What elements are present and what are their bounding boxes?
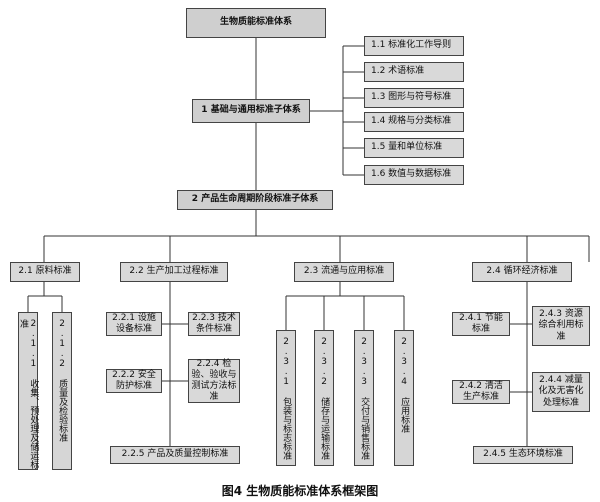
root-node: 生物质能标准体系 <box>186 8 326 38</box>
subsystem-1-node: 1 基础与通用标准子体系 <box>192 99 310 123</box>
s1-item-5: 1.5 量和单位标准 <box>364 138 464 158</box>
b2-item-1: 2.2.1 设施设备标准 <box>106 312 162 336</box>
b3-item-2: 2.3.2 储存与运输标准 <box>314 330 334 466</box>
b3-item-1: 2.3.1 包装与标志标准 <box>276 330 296 466</box>
b2-item-3: 2.2.3 技术条件标准 <box>188 312 240 336</box>
b3-item-4: 2.3.4 应用标准 <box>394 330 414 466</box>
branch-2-3-node: 2.3 流通与应用标准 <box>294 262 394 282</box>
b1-item-2: 2.1.2 质量及检验标准 <box>52 312 72 470</box>
branch-2-2-node: 2.2 生产加工过程标准 <box>120 262 228 282</box>
s1-item-3: 1.3 图形与符号标准 <box>364 88 464 108</box>
figure-caption: 图4 生物质能标准体系框架图 <box>221 484 379 498</box>
s1-item-6: 1.6 数值与数据标准 <box>364 165 464 185</box>
b2-item-5: 2.2.5 产品及质量控制标准 <box>110 446 240 464</box>
branch-2-1-node: 2.1 原料标准 <box>10 262 80 282</box>
b4-item-2: 2.4.2 清洁生产标准 <box>452 380 510 404</box>
b1-item-1: 2.1.1 收集、预处理及储运标准 <box>18 312 38 470</box>
b2-item-4: 2.2.4 检验、验收与测试方法标准 <box>188 359 240 403</box>
b4-item-4: 2.4.4 减量化及无害化处理标准 <box>532 372 590 412</box>
b4-item-1: 2.4.1 节能标准 <box>452 312 510 336</box>
s1-item-1: 1.1 标准化工作导则 <box>364 36 464 56</box>
subsystem-2-node: 2 产品生命周期阶段标准子体系 <box>177 190 333 210</box>
b2-item-2: 2.2.2 安全防护标准 <box>106 369 162 393</box>
b4-item-5: 2.4.5 生态环境标准 <box>473 446 573 464</box>
branch-2-4-node: 2.4 循环经济标准 <box>472 262 572 282</box>
b4-item-3: 2.4.3 资源综合利用标准 <box>532 306 590 346</box>
s1-item-2: 1.2 术语标准 <box>364 62 464 82</box>
s1-item-4: 1.4 规格与分类标准 <box>364 112 464 132</box>
b3-item-3: 2.3.3 交付与销售标准 <box>354 330 374 466</box>
